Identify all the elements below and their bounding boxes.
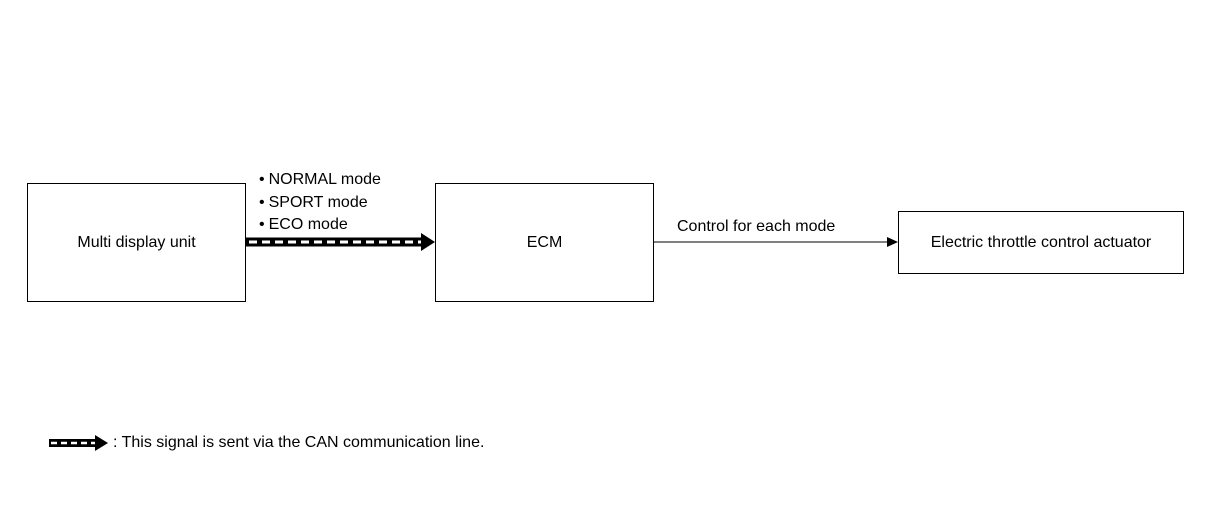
- mode-list: NORMAL mode SPORT mode ECO mode: [259, 169, 381, 237]
- multi-display-unit-box: Multi display unit: [27, 183, 246, 302]
- ecm-label: ECM: [526, 233, 563, 251]
- throttle-actuator-box: Electric throttle control actuator: [898, 211, 1184, 274]
- legend-text: : This signal is sent via the CAN commun…: [113, 434, 485, 451]
- control-arrow-label: Control for each mode: [677, 218, 836, 235]
- legend-can-arrow-icon: [49, 435, 108, 451]
- can-signal-arrow: [246, 233, 435, 251]
- mode-item-sport: SPORT mode: [259, 192, 381, 215]
- mode-item-eco: ECO mode: [259, 214, 381, 237]
- multi-display-unit-label: Multi display unit: [77, 233, 196, 251]
- control-arrow: [654, 237, 898, 247]
- throttle-actuator-label: Electric throttle control actuator: [930, 233, 1152, 251]
- mode-item-normal: NORMAL mode: [259, 169, 381, 192]
- ecm-box: ECM: [435, 183, 654, 302]
